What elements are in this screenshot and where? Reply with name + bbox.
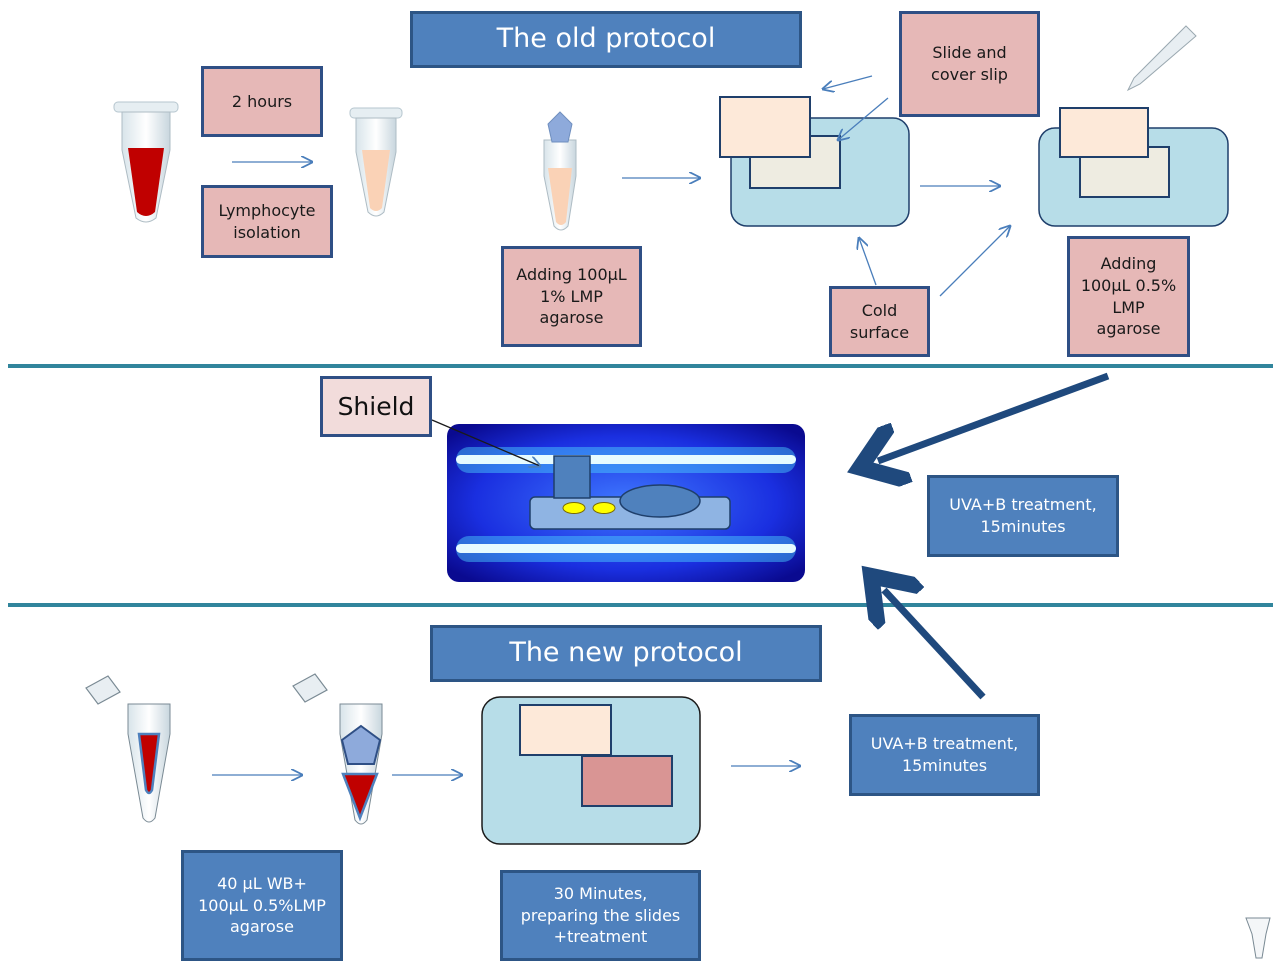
prep-time-label: 30 Minutes, preparing the slides +treatm… — [500, 870, 701, 961]
slide-tray-2 — [1038, 107, 1229, 227]
treatment-label-old: UVA+B treatment, 15minutes — [927, 475, 1119, 557]
shield-label: Shield — [320, 376, 432, 437]
adding-agarose-2-label: Adding 100µL 0.5% LMP agarose — [1067, 236, 1190, 357]
cold-surface-label: Cold surface — [829, 286, 930, 357]
arrow-slide-label — [823, 75, 873, 89]
arrow-cold-1 — [859, 238, 877, 286]
uv-chamber — [447, 424, 805, 582]
treatment-label-new: UVA+B treatment, 15minutes — [849, 714, 1040, 796]
slide-tray-1 — [719, 96, 910, 227]
duration-label: 2 hours — [201, 66, 323, 137]
arrow-new-to-uv — [884, 590, 986, 700]
blood-tube-icon — [113, 101, 179, 223]
sample-mix-label: 40 µL WB+ 100µL 0.5%LMP agarose — [181, 850, 343, 961]
agarose-tube-icon — [543, 111, 577, 231]
arrow-old-to-uv — [878, 372, 1110, 461]
slide-tray-3 — [481, 696, 701, 845]
arrow-cold-2 — [939, 226, 1010, 297]
pipette-tip-icon — [1126, 25, 1197, 92]
slide-cover-label: Slide and cover slip — [899, 11, 1040, 117]
new-protocol-title: The new protocol — [430, 625, 822, 682]
arrow-slide-label-2 — [838, 97, 889, 140]
corner-tube-icon — [1245, 917, 1271, 959]
sample-tube-icon — [85, 675, 171, 823]
adding-agarose-1-label: Adding 100µL 1% LMP agarose — [501, 246, 642, 347]
lymphocyte-tube-icon — [349, 107, 403, 217]
shield-pointer — [431, 419, 540, 466]
old-protocol-title: The old protocol — [410, 11, 802, 68]
isolation-label: Lymphocyte isolation — [201, 185, 333, 258]
mixed-tube-icon — [292, 673, 383, 825]
